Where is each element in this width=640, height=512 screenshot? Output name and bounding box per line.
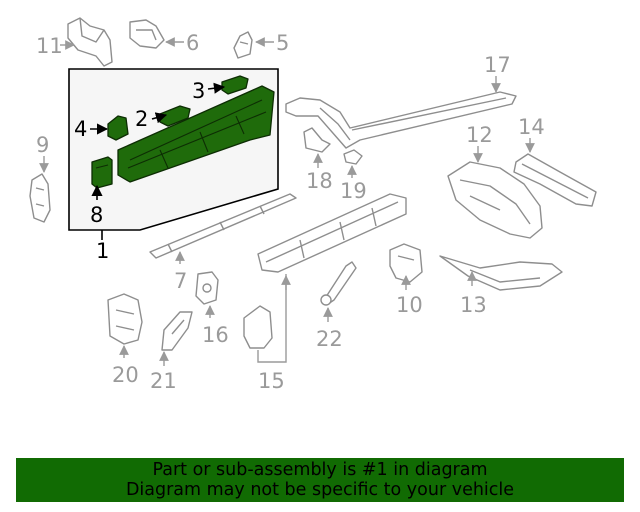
part-15-bracket[interactable]	[243, 305, 273, 349]
part-12-apron[interactable]	[447, 161, 543, 239]
callout-18: 18	[306, 169, 333, 193]
part-6[interactable]	[129, 19, 165, 49]
banner-line-1: Part or sub-assembly is #1 in diagram	[152, 460, 488, 480]
callout-17: 17	[484, 53, 511, 77]
part-21[interactable]	[161, 311, 193, 351]
callout-1: 1	[96, 239, 109, 263]
callout-8: 8	[90, 203, 103, 227]
part-5[interactable]	[233, 31, 253, 59]
part-22-rod[interactable]	[320, 261, 357, 306]
callout-22: 22	[316, 327, 343, 351]
callout-3: 3	[192, 79, 205, 103]
callout-16: 16	[202, 323, 229, 347]
part-9[interactable]	[29, 173, 51, 223]
part-11[interactable]	[67, 17, 113, 67]
callout-7: 7	[174, 269, 187, 293]
part-19[interactable]	[343, 149, 363, 165]
part-18[interactable]	[303, 127, 331, 153]
part-20[interactable]	[107, 293, 143, 345]
callout-11: 11	[36, 34, 63, 58]
part-14[interactable]	[513, 153, 597, 207]
callout-9: 9	[36, 133, 49, 157]
part-4-bracket[interactable]	[107, 115, 129, 141]
info-banner: Part or sub-assembly is #1 in diagram Di…	[16, 458, 624, 502]
callout-21: 21	[150, 369, 177, 393]
part-8-bracket[interactable]	[91, 156, 113, 189]
callout-5: 5	[276, 31, 289, 55]
callout-15: 15	[258, 369, 285, 393]
callout-6: 6	[186, 31, 199, 55]
callout-14: 14	[518, 115, 545, 139]
part-7-rail[interactable]	[149, 193, 297, 259]
callout-20: 20	[112, 363, 139, 387]
part-13-panel[interactable]	[439, 255, 563, 291]
part-10[interactable]	[389, 243, 423, 283]
callout-19: 19	[340, 179, 367, 203]
callout-2: 2	[135, 107, 148, 131]
part-16[interactable]	[195, 271, 219, 305]
callout-12: 12	[466, 123, 493, 147]
part-15-member[interactable]	[257, 193, 407, 273]
part-17-rail[interactable]	[285, 91, 517, 149]
callout-4: 4	[74, 117, 87, 141]
part-1-front-side-member[interactable]	[117, 85, 275, 183]
callout-13: 13	[460, 293, 487, 317]
callout-10: 10	[396, 293, 423, 317]
banner-line-2: Diagram may not be specific to your vehi…	[125, 480, 515, 500]
